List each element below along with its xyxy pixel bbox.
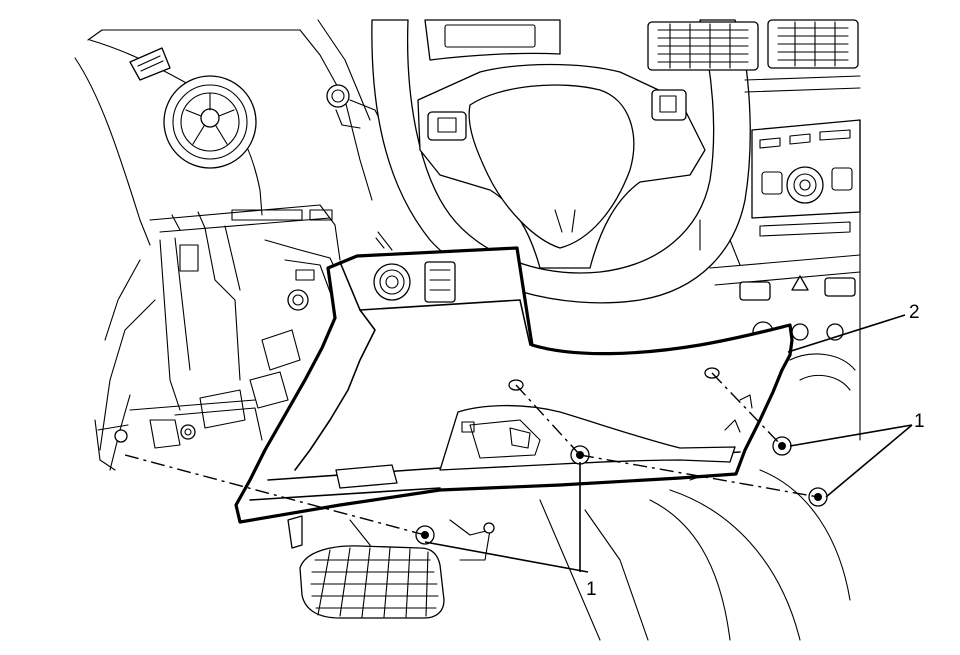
instrument-cluster bbox=[424, 19, 561, 61]
callout-label-fastener-right: 1 bbox=[914, 411, 925, 432]
bolster-lower-opening bbox=[439, 404, 736, 471]
tweeter-grille bbox=[129, 47, 171, 81]
fastener-alignment-lines bbox=[124, 372, 819, 536]
wheel-left-controls bbox=[427, 111, 467, 141]
brake-pedal bbox=[299, 499, 649, 641]
callout-label-panel: 2 bbox=[909, 302, 920, 323]
brake-pedal-pad bbox=[299, 545, 445, 619]
headlamp-switch-knob bbox=[373, 263, 411, 301]
pedal-pad-texture bbox=[310, 547, 439, 618]
left-air-vent bbox=[163, 75, 257, 169]
dimmer-switch bbox=[424, 261, 456, 303]
bolt-icon bbox=[808, 487, 828, 507]
wheel-right-controls bbox=[651, 89, 687, 121]
bolster-access-slot bbox=[335, 464, 398, 489]
callout-leaders bbox=[424, 314, 913, 573]
knee-bolster-panel bbox=[234, 246, 794, 549]
center-stack bbox=[647, 19, 861, 441]
hazard-button-icon bbox=[791, 275, 809, 291]
radio-knob bbox=[786, 166, 824, 204]
left-lower-frame bbox=[94, 204, 393, 471]
callout-label-fastener-bottom: 1 bbox=[586, 579, 597, 600]
